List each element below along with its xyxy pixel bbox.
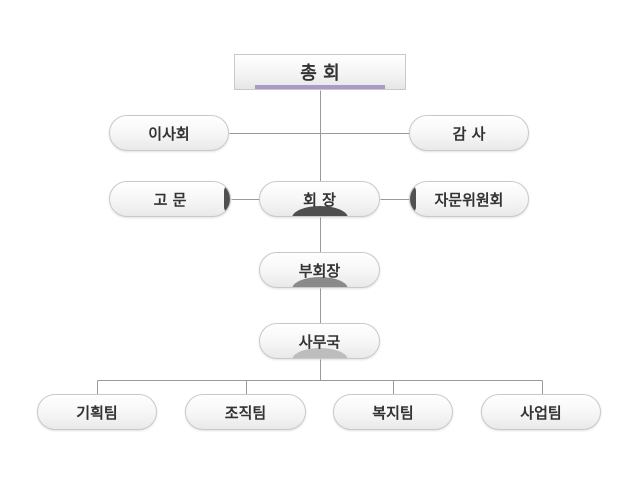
general-assembly-node[interactable]: 총 회 — [234, 54, 406, 90]
board-node[interactable]: 이사회 — [109, 115, 229, 151]
auditor-node[interactable]: 감 사 — [409, 115, 529, 151]
team-node-welfare[interactable]: 복지팀 — [333, 394, 453, 430]
chairman-label: 회 장 — [303, 190, 336, 209]
advisor-node[interactable]: 고 문 — [109, 181, 231, 217]
secretariat-node[interactable]: 사무국 — [259, 323, 380, 359]
committee-connector-tab — [410, 185, 416, 213]
secretariat-label: 사무국 — [298, 332, 341, 351]
chairman-arc — [291, 206, 348, 216]
vice-chairman-node[interactable]: 부회장 — [259, 252, 380, 288]
committee-node[interactable]: 자문위원회 — [409, 181, 529, 217]
auditor-label: 감 사 — [452, 124, 486, 143]
chairman-node[interactable]: 회 장 — [259, 181, 380, 217]
committee-label: 자문위원회 — [434, 190, 504, 209]
general-assembly-label: 총 회 — [300, 63, 340, 84]
general-assembly-accent-bar — [255, 85, 385, 89]
vice-chairman-label: 부회장 — [298, 261, 341, 280]
advisor-label: 고 문 — [153, 190, 187, 209]
team-label: 복지팀 — [372, 403, 414, 422]
board-label: 이사회 — [148, 124, 190, 143]
team-label: 사업팀 — [520, 403, 562, 422]
team-label: 기획팀 — [76, 403, 118, 422]
secretariat-arc — [291, 348, 348, 358]
advisor-connector-tab — [224, 185, 230, 213]
vice-chairman-arc — [291, 277, 348, 287]
team-node-planning[interactable]: 기획팀 — [37, 394, 157, 430]
team-node-organization[interactable]: 조직팀 — [185, 394, 306, 430]
team-label: 조직팀 — [224, 403, 267, 422]
team-node-business[interactable]: 사업팀 — [481, 394, 601, 430]
